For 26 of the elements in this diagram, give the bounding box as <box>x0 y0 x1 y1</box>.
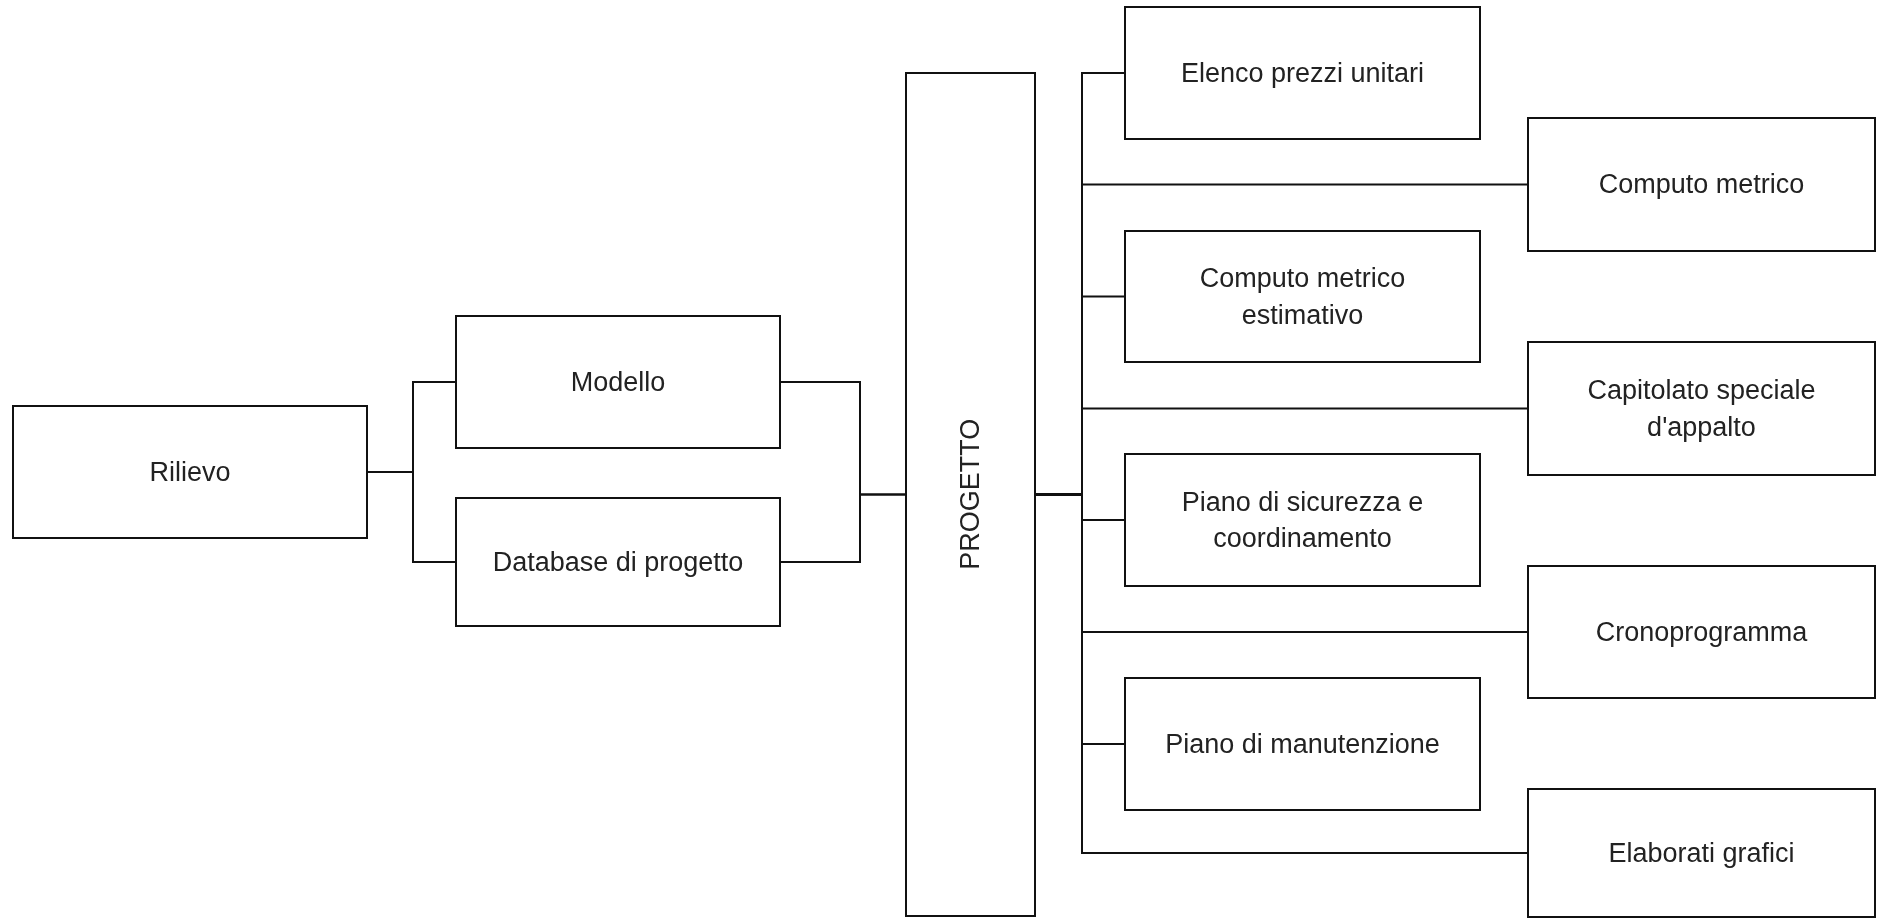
process-box <box>1124 6 1481 140</box>
connector-line <box>367 471 456 563</box>
box-label: Rilievo <box>148 455 232 489</box>
box-label: Elenco prezzi unitari <box>1179 56 1426 90</box>
process-box <box>1527 341 1876 476</box>
process-box <box>1527 117 1876 252</box>
process-box <box>1527 565 1876 699</box>
process-box <box>12 405 368 539</box>
process-box <box>1124 677 1481 811</box>
box-label: Piano di manutenzione <box>1164 727 1441 761</box>
process-box <box>905 72 1036 917</box>
process-box <box>455 315 781 449</box>
process-box <box>455 497 781 627</box>
box-label: Database di progetto <box>491 545 745 579</box>
box-label: Computo metrico estimativo <box>1198 262 1407 332</box>
box-label: PROGETTO <box>954 418 987 572</box>
box-label: Piano di sicurezza e coordinamento <box>1180 485 1425 555</box>
connector-line <box>780 493 906 563</box>
box-label: Capitolato speciale d'appalto <box>1586 374 1817 444</box>
process-box <box>1527 788 1876 918</box>
box-label: Elaborati grafici <box>1607 836 1796 870</box>
process-box <box>1124 453 1481 587</box>
box-label: Modello <box>569 365 667 399</box>
box-label: Cronoprogramma <box>1594 615 1809 649</box>
box-label: Computo metrico <box>1597 168 1806 202</box>
process-box <box>1124 230 1481 363</box>
